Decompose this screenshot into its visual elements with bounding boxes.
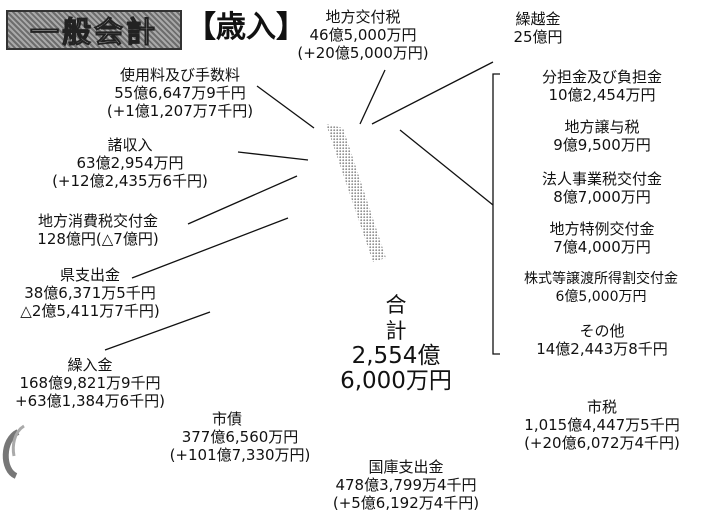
pie-slice-strip: [326, 124, 386, 262]
section-badge: 一般会計: [6, 10, 182, 50]
group-name: その他: [579, 322, 625, 340]
item-amount: 46億5,000万円: [309, 26, 417, 44]
item-change: (+101億7,330万円): [169, 446, 311, 464]
corner-mark: [2, 429, 20, 479]
item-change: (+1億1,207万7千円): [106, 102, 254, 120]
group-entry: 分担金及び負担金 10億2,454万円: [500, 68, 704, 104]
group-amount: 10億2,454万円: [548, 86, 656, 104]
item-name: 県支出金: [59, 266, 120, 284]
item-change: (+20億5,000万円): [297, 44, 429, 62]
group-name: 地方特例交付金: [549, 220, 655, 238]
group-name: 法人事業税交付金: [541, 170, 662, 188]
group-amount: 8億7,000万円: [553, 188, 651, 206]
leader-shoshunyu: [237, 151, 309, 161]
label-kenshishutsu: 県支出金 38億6,371万5千円 △2億5,411万7千円): [0, 266, 180, 320]
label-shizei: 市税 1,015億4,447万5千円 (+20億6,072万4千円): [500, 398, 704, 452]
item-name: 地方消費税交付金: [37, 212, 158, 230]
label-shisai: 市債 377億6,560万円 (+101億7,330万円): [150, 410, 330, 464]
leader-kofuzei: [359, 69, 386, 125]
item-amount: 478億3,799万4千円: [335, 476, 477, 494]
group-amount: 7億4,000万円: [553, 238, 651, 256]
total-amount-line2: 6,000万円: [340, 368, 452, 394]
section-badge-label: 一般会計: [29, 15, 158, 50]
group-entry: 株式等譲渡所得割交付金 6億5,000万円: [496, 270, 706, 306]
item-name: 繰入金: [67, 356, 113, 374]
item-change: (+20億6,072万4千円): [524, 434, 680, 452]
item-change: (+5億6,192万4千円): [332, 494, 480, 512]
group-entry: その他 14億2,443万8千円: [500, 322, 704, 358]
item-change: +63億1,384万6千円): [15, 392, 165, 410]
group-name: 分担金及び負担金: [541, 68, 662, 86]
item-change: △2億5,411万7千円): [20, 302, 160, 320]
item-amount: 38億6,371万5千円: [24, 284, 156, 302]
leader-group: [399, 129, 494, 206]
item-amount: 377億6,560万円: [181, 428, 299, 446]
group-amount: 14億2,443万8千円: [536, 340, 668, 358]
item-name: 市債: [212, 410, 243, 428]
item-amount: 1,015億4,447万5千円: [524, 416, 680, 434]
item-name: 市税: [586, 398, 617, 416]
leader-shiyoryo: [256, 85, 315, 129]
item-name: 使用料及び手数料: [119, 66, 240, 84]
group-name: 地方譲与税: [564, 118, 640, 136]
item-amount: 55億6,647万9千円: [114, 84, 246, 102]
label-kofuzei: 地方交付税 46億5,000万円 (+20億5,000万円): [283, 8, 443, 62]
label-shoshunyu: 諸収入 63億2,954万円 (+12億2,435万6千円): [20, 136, 240, 190]
item-change: (+12億2,435万6千円): [52, 172, 208, 190]
label-kurikoshi: 繰越金 25億円: [490, 10, 586, 46]
page-title: 【歳入】: [186, 10, 306, 45]
item-name: 地方交付税: [325, 8, 401, 26]
item-amount: 63億2,954万円: [76, 154, 184, 172]
group-name: 株式等譲渡所得割交付金: [524, 271, 678, 287]
total-amount-line1: 2,554億: [351, 343, 441, 369]
label-kokko: 国庫支出金 478億3,799万4千円 (+5億6,192万4千円): [316, 458, 496, 512]
item-amount: 168億9,821万9千円: [19, 374, 161, 392]
item-amount: 25億円: [513, 28, 563, 46]
item-name: 繰越金: [515, 10, 561, 28]
group-amount: 9億9,500万円: [553, 136, 651, 154]
leader-kurire: [104, 311, 211, 351]
label-shiyoryo: 使用料及び手数料 55億6,647万9千円 (+1億1,207万7千円): [80, 66, 280, 120]
group-entry: 地方譲与税 9億9,500万円: [500, 118, 704, 154]
item-name: 諸収入: [107, 136, 153, 154]
group-bracket: [492, 73, 500, 355]
item-name: 国庫支出金: [368, 458, 444, 476]
item-amount: 128億円(△7億円): [37, 230, 159, 248]
leader-shohizei: [187, 175, 298, 225]
total-label: 合 計: [385, 293, 464, 343]
total-block: 合 計 2,554億 6,000万円: [336, 292, 456, 394]
group-entry: 地方特例交付金 7億4,000万円: [500, 220, 704, 256]
group-amount: 6億5,000万円: [555, 289, 647, 305]
group-entry: 法人事業税交付金 8億7,000万円: [500, 170, 704, 206]
leader-kenshishutsu: [131, 217, 289, 279]
label-kurire: 繰入金 168億9,821万9千円 +63億1,384万6千円): [0, 356, 180, 410]
label-shohizei: 地方消費税交付金 128億円(△7億円): [8, 212, 188, 248]
leader-kurikoshi: [371, 61, 494, 125]
